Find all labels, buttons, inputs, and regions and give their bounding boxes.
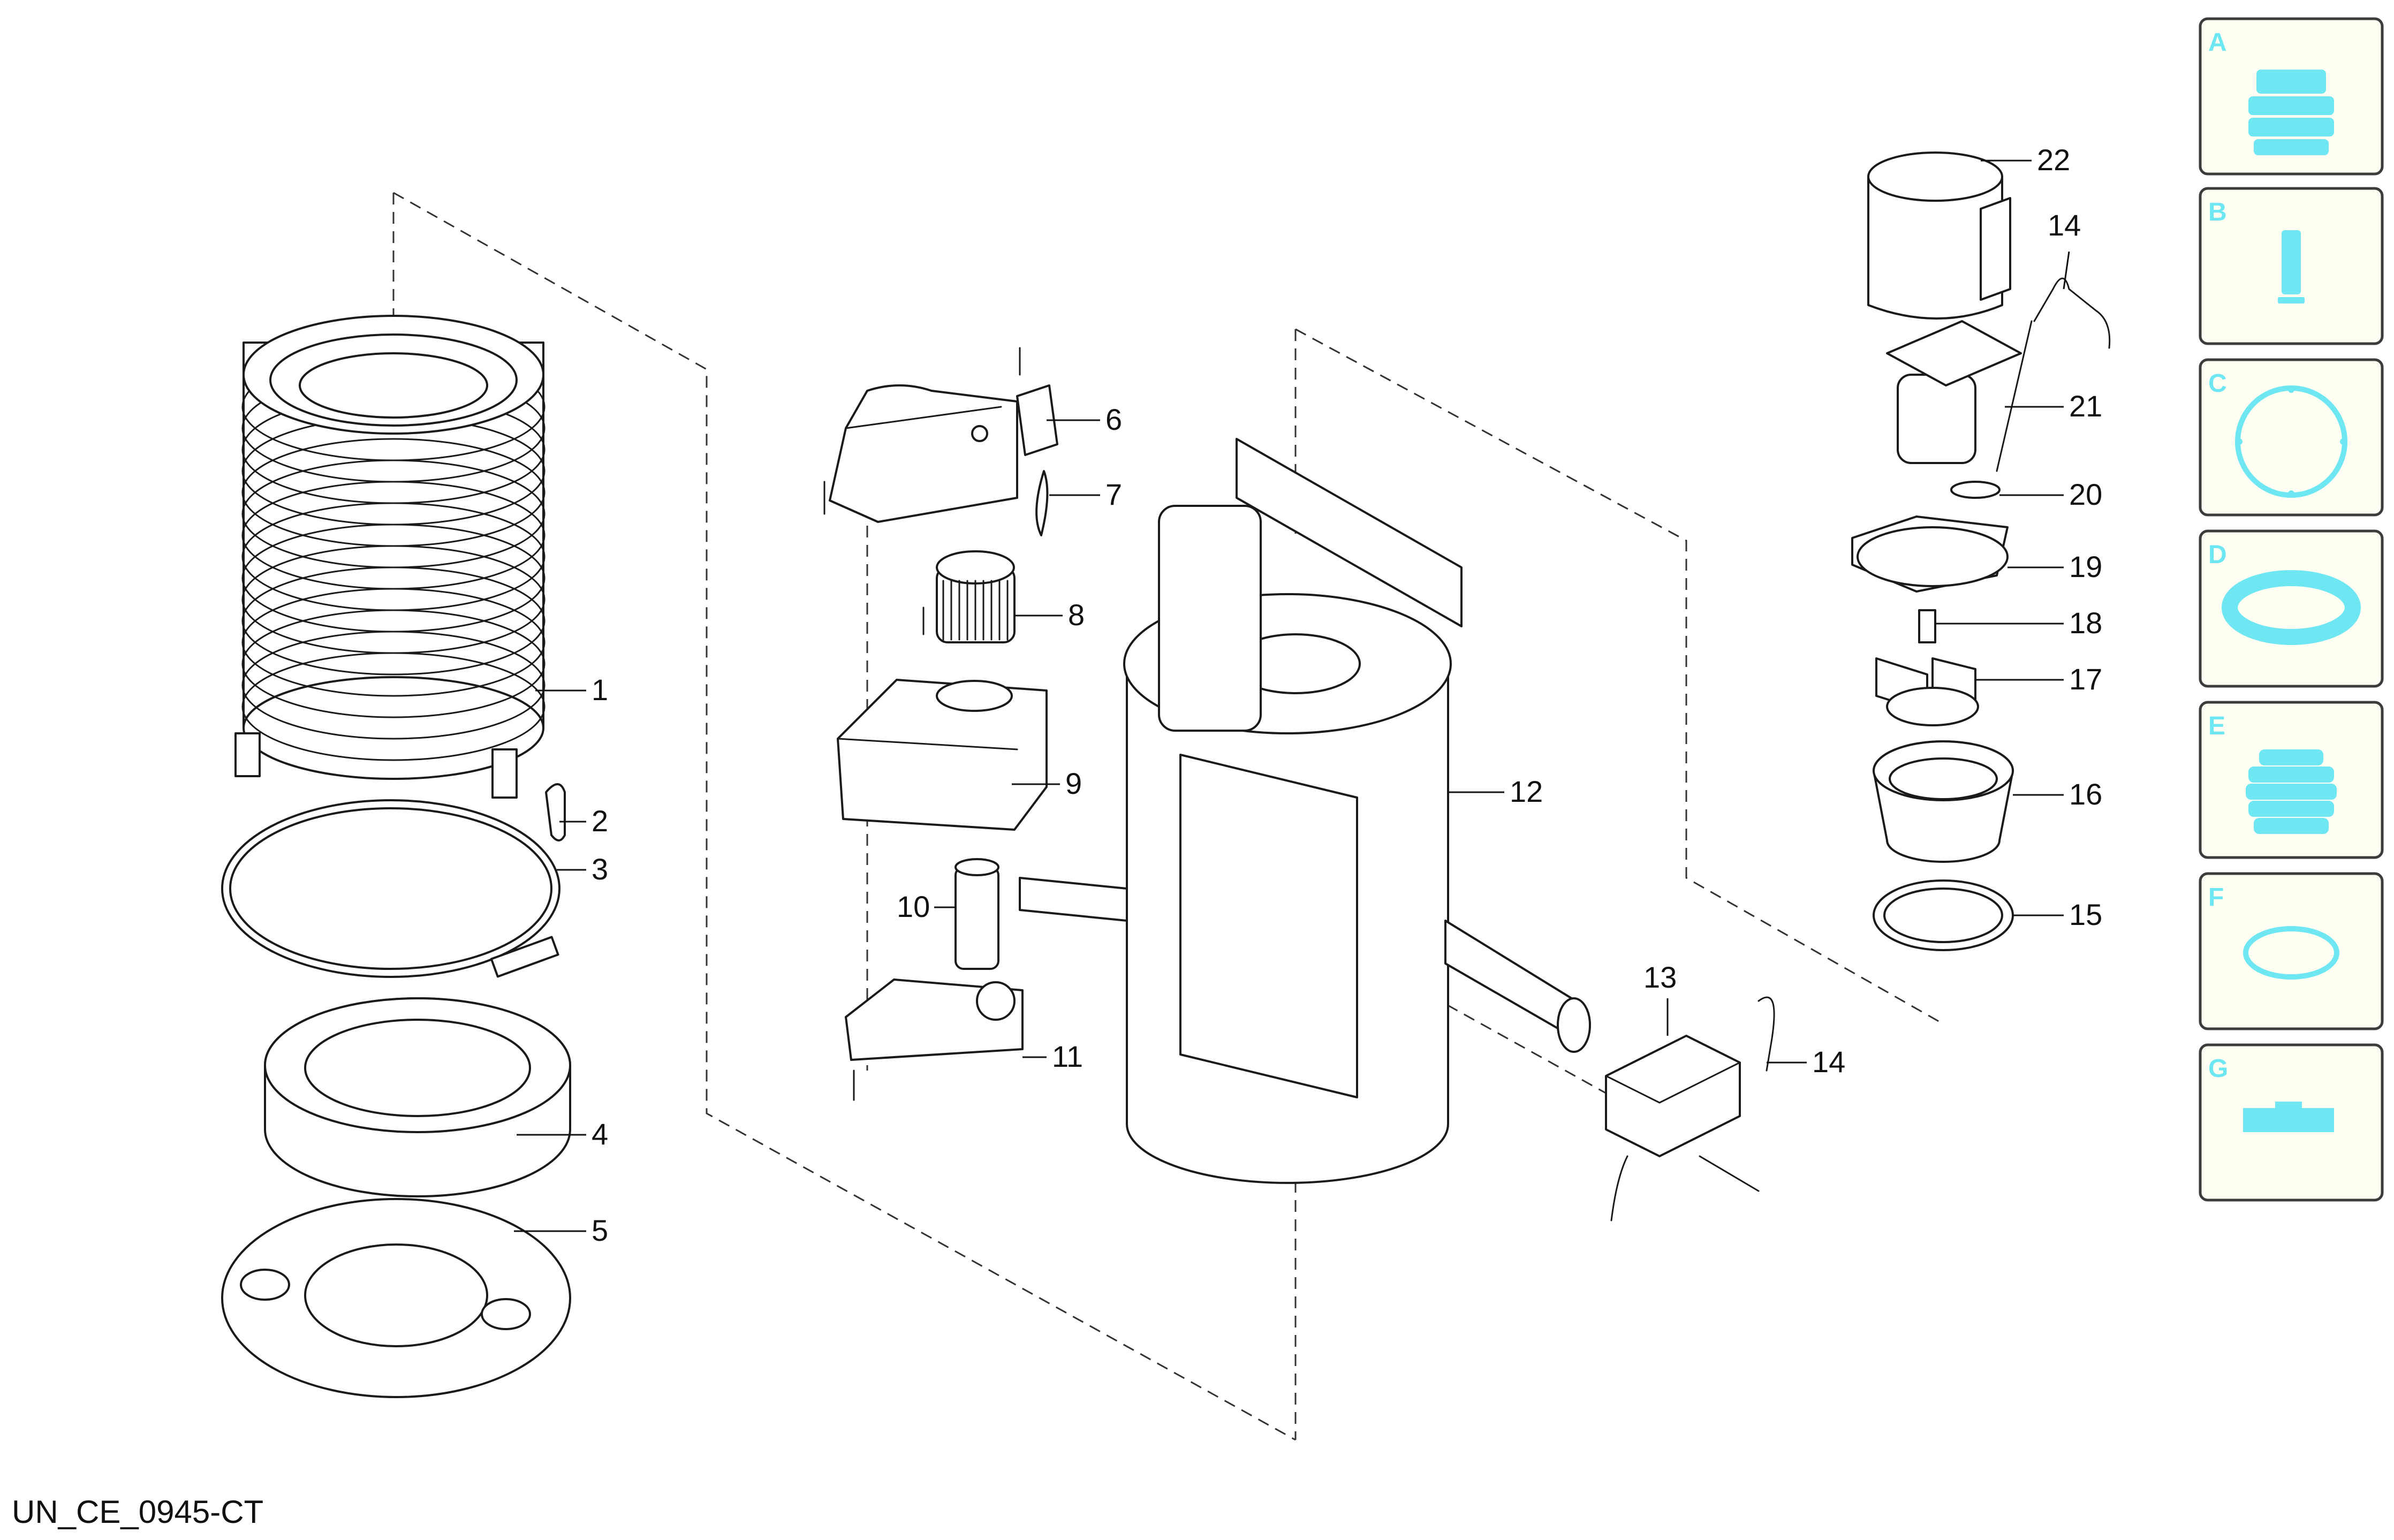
part-valve-18	[1918, 609, 1936, 643]
drawing-code: UN_CE_0945-CT	[12, 1494, 264, 1530]
screws	[823, 347, 1021, 1101]
part-insulation-ring	[264, 997, 571, 1197]
part-bracket-6	[1016, 384, 1058, 456]
coil-turn	[241, 566, 546, 676]
side-letter-g: G	[2208, 1055, 2228, 1083]
callout-11: 11	[1052, 1040, 1083, 1073]
part-switch-box	[1605, 996, 1775, 1222]
pump-head-icon	[2248, 70, 2334, 155]
callout-13: 13	[1643, 960, 1677, 994]
coil-turn	[241, 652, 546, 761]
side-letter-a: A	[2208, 28, 2227, 57]
part-cover-22	[1867, 151, 2011, 320]
coil-turn	[241, 588, 546, 697]
side-letter-d: D	[2208, 541, 2227, 569]
part-spider-19	[1851, 515, 2009, 593]
part-spring-7	[1035, 470, 1049, 536]
callout-6: 6	[1105, 403, 1122, 436]
part-impeller-17	[1875, 657, 1979, 726]
part-main-housing	[1019, 438, 1591, 1184]
part-base-plate	[221, 1198, 571, 1398]
bracket-icon	[2243, 1102, 2334, 1132]
seal-ring-icon	[2235, 385, 2347, 498]
side-letter-f: F	[2208, 883, 2224, 912]
callout-4: 4	[592, 1117, 608, 1151]
coil-turn	[241, 609, 546, 718]
side-letter-e: E	[2208, 712, 2225, 740]
callout-2: 2	[592, 804, 608, 838]
o-ring-icon	[2243, 926, 2339, 980]
callout-18: 18	[2069, 606, 2102, 640]
callout-7: 7	[1105, 477, 1122, 511]
side-button-d[interactable]: D	[2199, 529, 2384, 688]
side-panel: A B C	[2199, 17, 2384, 1202]
part-probe-14	[2033, 277, 2111, 349]
callout-14b: 14	[1812, 1045, 1845, 1079]
callouts: 1 2 3 4 5 6 7 8 9 10 11 12 13 14 15 16 1…	[592, 143, 2102, 1247]
side-button-a[interactable]: A	[2199, 17, 2384, 176]
side-button-c[interactable]: C	[2199, 358, 2384, 517]
part-clamp-band	[221, 799, 560, 978]
callout-19: 19	[2069, 550, 2102, 583]
callout-17: 17	[2069, 662, 2102, 696]
leader-lines	[514, 160, 2070, 1232]
callout-3: 3	[592, 852, 608, 886]
callout-9: 9	[1065, 767, 1082, 800]
bellows-icon	[2246, 749, 2337, 834]
side-button-b[interactable]: B	[2199, 187, 2384, 345]
callout-8: 8	[1068, 598, 1085, 632]
part-gasket-15	[1873, 879, 2014, 951]
side-button-g[interactable]: G	[2199, 1043, 2384, 1202]
part-cup-16	[1873, 740, 2014, 863]
gasket-icon	[2222, 570, 2361, 645]
part-pump-body-21	[1886, 320, 2033, 472]
callout-20: 20	[2069, 477, 2102, 511]
callout-15: 15	[2069, 898, 2102, 931]
part-motor-cover	[829, 384, 1018, 523]
callout-21: 21	[2069, 389, 2102, 423]
part-oring-20	[1950, 481, 2001, 499]
part-fan-wheel	[936, 550, 1016, 643]
callout-16: 16	[2069, 777, 2102, 811]
side-button-f[interactable]: F	[2199, 872, 2384, 1030]
part-drip-tray-11	[845, 978, 1024, 1061]
cartridge-icon	[2278, 230, 2305, 304]
callout-10: 10	[897, 890, 930, 923]
callout-12: 12	[1510, 775, 1543, 808]
side-letter-c: C	[2208, 369, 2227, 398]
callout-22: 22	[2037, 143, 2070, 177]
part-coil	[234, 315, 546, 799]
side-letter-b: B	[2208, 198, 2227, 226]
callout-5: 5	[592, 1213, 608, 1247]
coil-turn	[241, 631, 546, 740]
side-button-e[interactable]: E	[2199, 701, 2384, 859]
callout-1: 1	[592, 673, 608, 707]
callout-14a: 14	[2048, 208, 2081, 242]
part-motor-10	[954, 858, 999, 970]
part-clip	[545, 783, 566, 841]
part-motor-housing	[837, 679, 1048, 831]
